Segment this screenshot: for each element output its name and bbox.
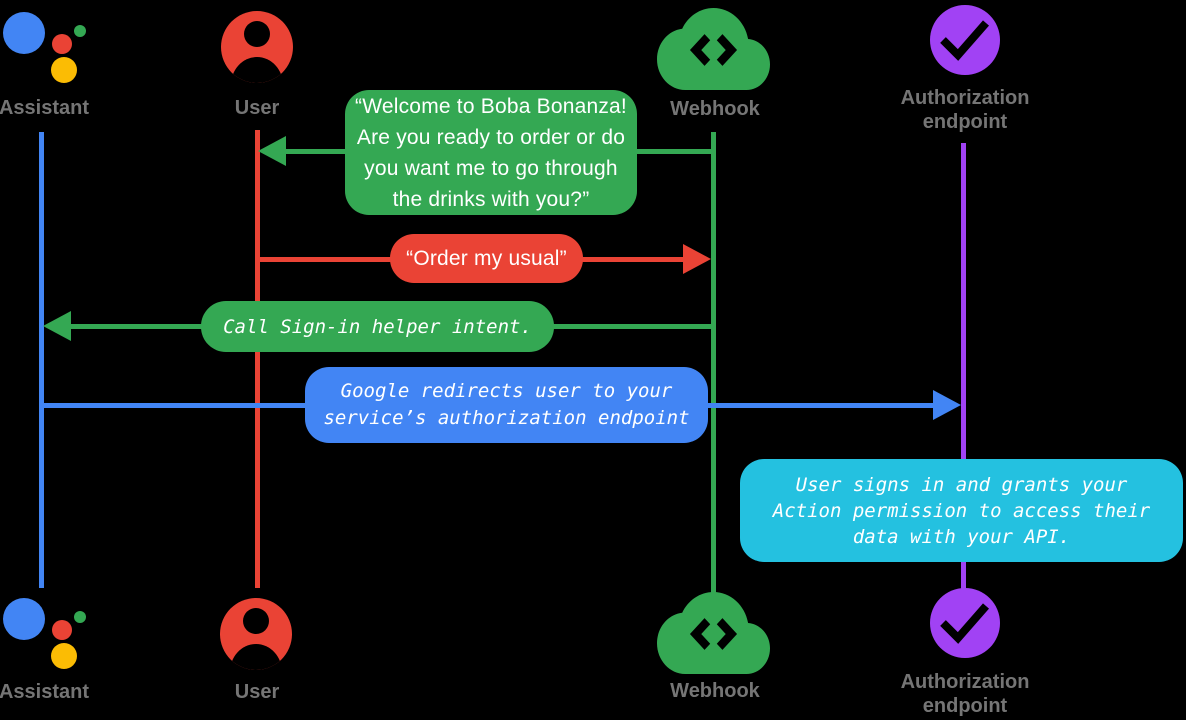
auth-endpoint-label-line1: Authorization bbox=[900, 87, 1030, 109]
auth-endpoint-label: Authorization endpoint bbox=[865, 670, 1065, 718]
welcome-message-bubble: “Welcome to Boba Bonanza! Are you ready … bbox=[345, 90, 637, 215]
message-line: Call Sign-in helper intent. bbox=[223, 315, 532, 338]
user-lifeline bbox=[255, 130, 260, 588]
message-line: “Order my usual” bbox=[406, 247, 567, 270]
webhook-label: Webhook bbox=[670, 680, 760, 702]
cloud-code-icon bbox=[657, 592, 770, 674]
signin-arrowhead-left-icon bbox=[43, 311, 71, 341]
check-circle-icon bbox=[930, 5, 1000, 75]
auth-endpoint-label-line2: endpoint bbox=[922, 695, 1008, 717]
welcome-arrowhead-left-icon bbox=[258, 136, 286, 166]
user-label: User bbox=[234, 97, 280, 119]
webhook-lifeline bbox=[711, 132, 716, 593]
webhook-label: Webhook bbox=[670, 98, 760, 120]
assistant-label: Assistant bbox=[0, 681, 90, 703]
person-circle-icon bbox=[220, 598, 292, 670]
message-line: User signs in and grants your bbox=[795, 473, 1128, 496]
google-assistant-logo-icon bbox=[3, 12, 86, 83]
message-line: you want me to go through bbox=[364, 156, 618, 180]
message-line: service’s authorization endpoint bbox=[323, 407, 690, 429]
google-assistant-logo-icon bbox=[3, 598, 86, 669]
assistant-lifeline bbox=[39, 132, 44, 588]
user-label: User bbox=[234, 681, 280, 703]
message-line: Google redirects user to your bbox=[340, 380, 673, 402]
message-line: Action permission to access their bbox=[772, 499, 1151, 522]
check-circle-icon bbox=[930, 588, 1000, 658]
message-line: data with your API. bbox=[852, 525, 1071, 548]
auth-endpoint-label-line1: Authorization bbox=[900, 671, 1030, 693]
person-circle-icon bbox=[221, 11, 293, 83]
signin-message-bubble: Call Sign-in helper intent. bbox=[201, 301, 554, 352]
auth-endpoint-lifeline bbox=[961, 143, 966, 590]
redirect-arrowhead-right-icon bbox=[933, 390, 961, 420]
message-line: the drinks with you?” bbox=[392, 187, 590, 211]
cloud-code-icon bbox=[657, 8, 770, 90]
assistant-label: Assistant bbox=[0, 97, 90, 119]
order-arrowhead-right-icon bbox=[683, 244, 711, 274]
message-line: Are you ready to order or do bbox=[356, 125, 626, 149]
auth-endpoint-label: Authorization endpoint bbox=[865, 86, 1065, 134]
auth-endpoint-label-line2: endpoint bbox=[922, 111, 1008, 133]
order-message-bubble: “Order my usual” bbox=[390, 234, 583, 283]
grant-note-bubble: User signs in and grants your Action per… bbox=[740, 459, 1183, 562]
message-line: “Welcome to Boba Bonanza! bbox=[355, 94, 627, 118]
redirect-message-bubble: Google redirects user to your service’s … bbox=[305, 367, 708, 443]
